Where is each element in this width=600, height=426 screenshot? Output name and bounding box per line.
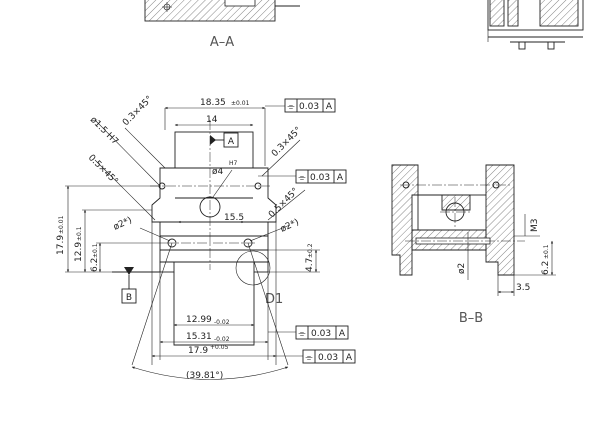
- tolerance-frame-2: ⌯ 0.03 A: [258, 169, 347, 184]
- dim-hole-right: ø2*): [279, 218, 301, 235]
- dim-hole-left: ø2*): [112, 216, 134, 233]
- dim-height-total: 17.9: [56, 235, 66, 255]
- svg-text:A: A: [346, 353, 353, 363]
- dim-height-low-tol: ±0.1: [92, 243, 99, 258]
- svg-text:0.03: 0.03: [299, 102, 319, 112]
- dim-gap: 15.5: [224, 213, 244, 223]
- svg-text:A: A: [326, 102, 333, 112]
- dim-height-mid: 12.9: [74, 242, 84, 262]
- dim-bb-hole: ø2: [457, 263, 467, 274]
- dim-height-total-tol: ±0.01: [58, 215, 65, 234]
- dim-bb-thread: M3: [530, 219, 540, 233]
- tolerance-frame-4: ⌯ 0.03 A: [276, 349, 356, 364]
- detail-label: D1: [265, 292, 283, 307]
- dim-slot-1-tol: -0.02: [214, 319, 230, 326]
- dim-slot-1: 12.99: [186, 315, 212, 325]
- dim-angle: (39.81°): [186, 371, 223, 381]
- symmetry-icon: ⌯: [305, 353, 313, 363]
- dim-inner-width: 14: [206, 115, 218, 125]
- dim-bb-height: 6.2: [541, 261, 551, 275]
- symmetry-icon: ⌯: [287, 102, 295, 112]
- svg-text:A: A: [337, 173, 344, 183]
- dim-slot-2-tol: -0.02: [214, 336, 230, 343]
- dim-height-low: 6.2: [90, 258, 100, 272]
- tolerance-frame-3: ⌯ 0.03 A: [268, 325, 349, 340]
- section-bb-view: M3 ø2 6.2 ±0.1 3.5 B–B: [391, 164, 556, 326]
- svg-text:A: A: [339, 329, 346, 339]
- symmetry-icon: ⌯: [298, 329, 306, 339]
- section-bb-label: B–B: [459, 311, 483, 326]
- dim-slot-3: 17.9: [188, 346, 208, 356]
- datum-b: B: [126, 293, 132, 303]
- dim-slot-2: 15.31: [186, 332, 212, 342]
- svg-text:0.03: 0.03: [318, 353, 338, 363]
- dim-bb-height-tol: ±0.1: [543, 244, 550, 259]
- datum-a: A: [228, 137, 235, 147]
- dim-hole-h7: ø1.5 H7: [88, 115, 120, 147]
- dim-chamfer-right2: 0.5×45°: [267, 186, 301, 220]
- dim-slot-3-tol: +0.05: [210, 344, 229, 351]
- top-right-view: [487, 0, 584, 50]
- section-aa-label: A–A: [210, 35, 234, 50]
- dim-center-hole-fit: H7: [229, 160, 238, 167]
- dim-top-width-tol: ±0.01: [231, 100, 250, 107]
- dim-chamfer-right: 0.3×45°: [270, 125, 304, 159]
- dim-depth: 4.7: [305, 258, 315, 272]
- dim-center-hole: ø4: [212, 167, 224, 177]
- symmetry-icon: ⌯: [298, 173, 306, 183]
- svg-text:0.03: 0.03: [310, 173, 330, 183]
- section-aa-view: A–A: [144, 0, 300, 50]
- svg-text:0.03: 0.03: [311, 329, 331, 339]
- front-view: D1 18.35 ±0.01 14 A ø4 H7 ø1.5 H7 0.3×45…: [56, 94, 320, 381]
- dim-chamfer-left2: 0.5×45°: [86, 153, 120, 187]
- dim-height-mid-tol: ±0.1: [76, 226, 83, 241]
- dim-depth-tol: ±0.2: [307, 243, 314, 258]
- dim-top-width: 18.35: [200, 98, 226, 108]
- dim-chamfer-left: 0.3×45°: [121, 94, 155, 128]
- dim-bb-offset: 3.5: [516, 283, 530, 293]
- tolerance-frame-1: ⌯ 0.03 A: [284, 98, 336, 113]
